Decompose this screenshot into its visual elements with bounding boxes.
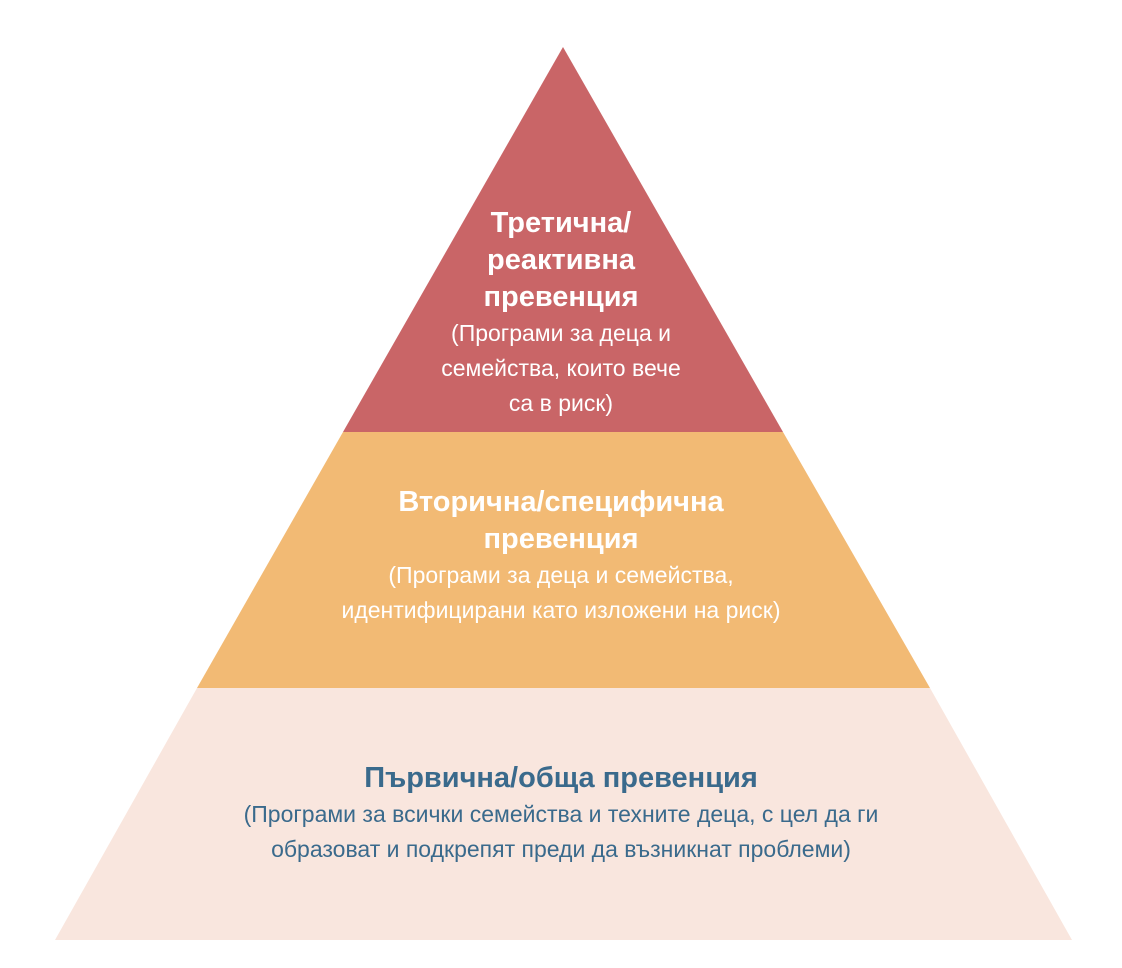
tier-description-line: идентифицирани като изложени на риск) [341,597,781,623]
tier-title-line: Първична/обща превенция [364,762,758,794]
tier-secondary-text: Вторична/специфична превенция (Програми … [0,484,1122,628]
tier-title-line: Вторична/специфична [398,486,724,518]
tier-tertiary-text: Третична/ реактивна превенция (Програми … [0,205,1122,421]
tier-title-line: реактивна [487,244,635,276]
tier-tertiary-shape [343,47,783,432]
tier-description-line: (Програми за деца и семейства, [388,562,734,588]
tier-title-line: превенция [483,523,639,555]
tier-description-line: (Програми за деца и [451,320,671,346]
tier-description-line: са в риск) [508,390,614,416]
tier-primary-shape [55,688,1072,940]
tier-description-line: семейства, които вече [441,355,681,381]
tier-title-line: превенция [483,281,639,313]
tier-description-line: образоват и подкрепят преди да възникнат… [271,836,851,862]
tier-secondary-shape [197,432,930,688]
tier-title-line: Третична/ [490,207,632,239]
tier-description-line: (Програми за всички семейства и техните … [243,801,879,827]
tier-primary-text: Първична/обща превенция (Програми за вси… [0,760,1122,867]
